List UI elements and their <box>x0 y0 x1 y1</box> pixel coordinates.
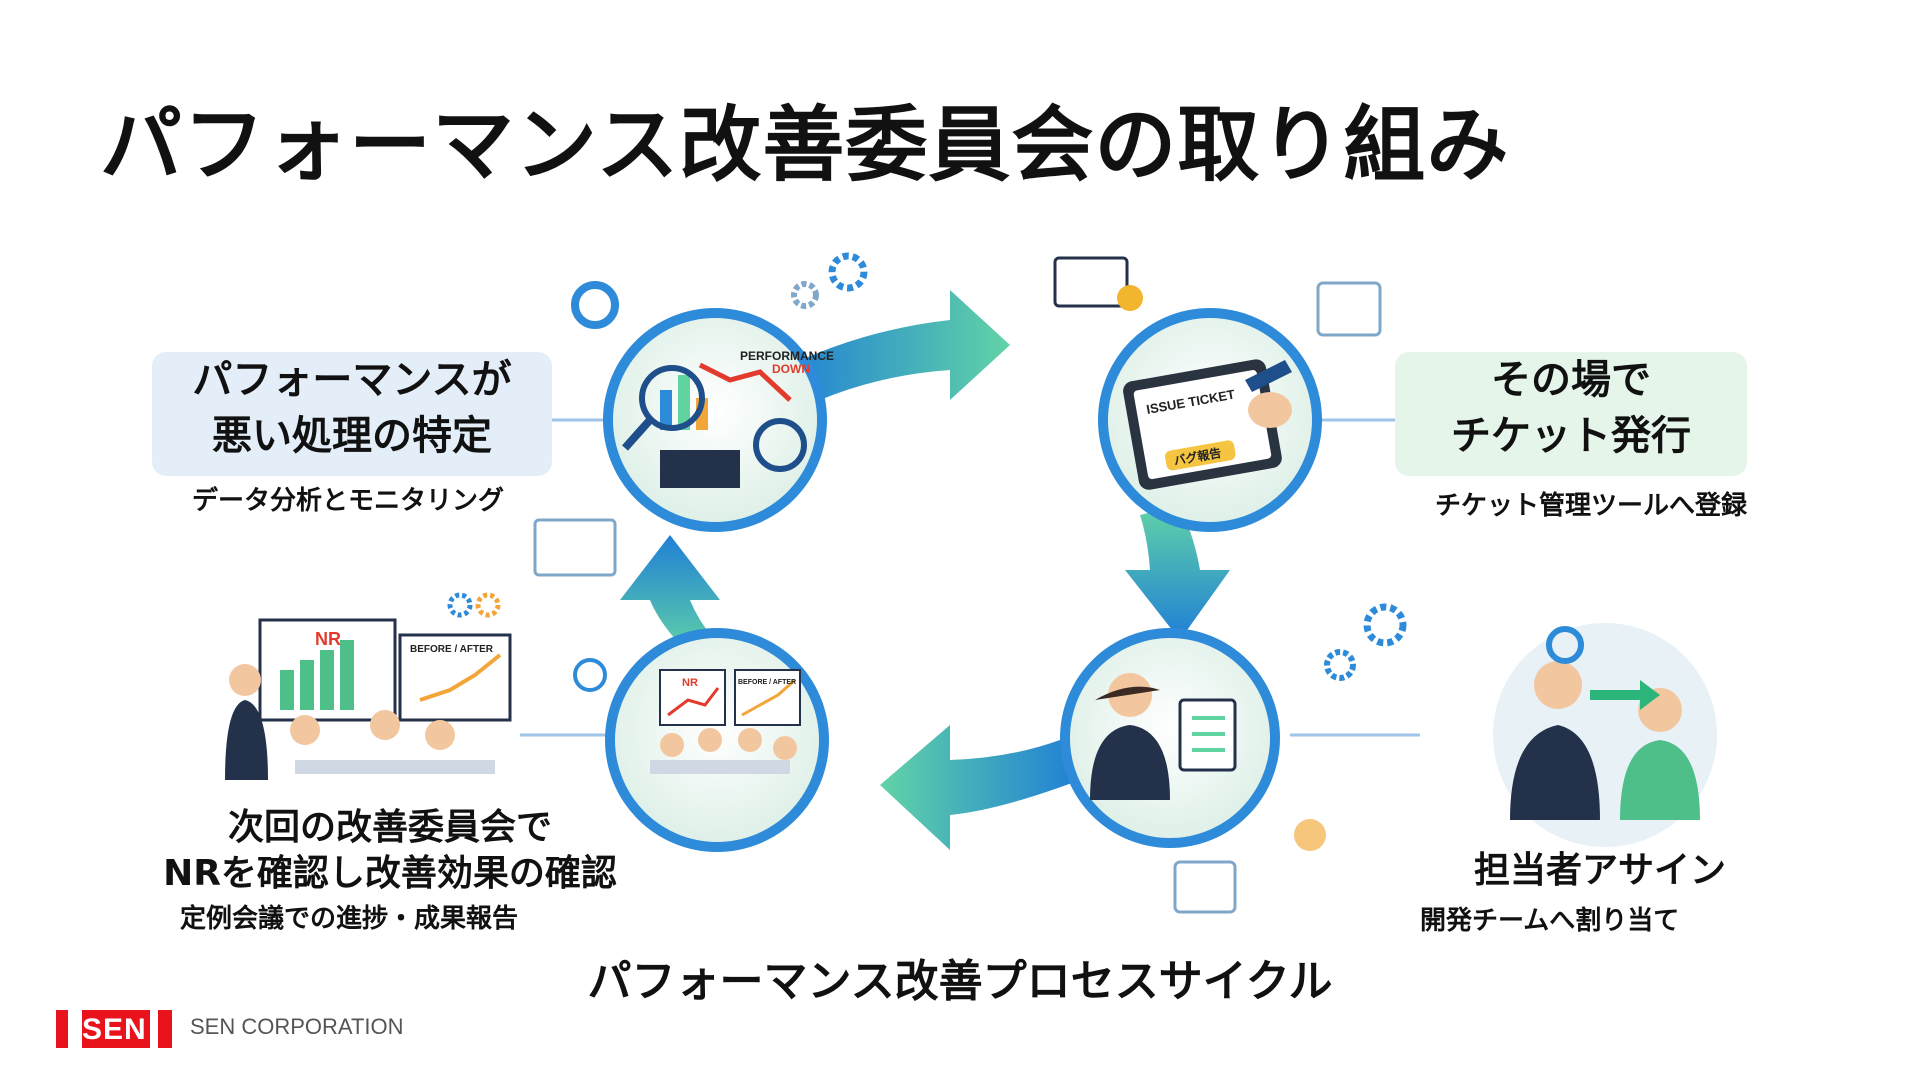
step-2-subtitle: チケット管理ツールへ登録 <box>1435 491 1748 521</box>
monitor-icon <box>1053 256 1129 308</box>
search-chart-icon <box>573 658 607 692</box>
node-circle-meeting <box>605 628 829 852</box>
step-1-title-line1: パフォーマンスが <box>192 357 512 403</box>
step-3-subtitle: 開発チームへ割り当て <box>1420 906 1680 936</box>
pie-chart-icon <box>1294 819 1326 851</box>
meeting-illustration <box>225 618 512 780</box>
node-circle-assign <box>1060 628 1280 848</box>
arrow-right <box>1125 505 1230 640</box>
nr-label: NR <box>315 629 341 649</box>
gear-icon <box>1324 649 1356 681</box>
assign-illustration <box>1493 623 1717 847</box>
calendar-icon <box>1316 281 1382 337</box>
step-2-box: その場で チケット発行 <box>1395 352 1747 476</box>
node-circle-ticket <box>1098 308 1322 532</box>
gear-icon <box>1363 603 1407 647</box>
page-title: パフォーマンス改善委員会の取り組み <box>100 98 1510 193</box>
step-4-title-line1: 次回の改善委員会で <box>227 807 552 848</box>
step-2-title-line2: チケット発行 <box>1451 413 1691 459</box>
cycle-caption: パフォーマンス改善プロセスサイクル <box>587 956 1333 1007</box>
gear-icon <box>475 592 501 618</box>
nr-small-label: NR <box>682 677 698 689</box>
arrow-top <box>780 290 1010 400</box>
before-after-label: BEFORE / AFTER <box>410 644 494 655</box>
step-2-title-line1: その場で <box>1491 357 1651 403</box>
logo-text: SEN <box>82 1013 147 1046</box>
step-4-subtitle: 定例会議での進捗・成果報告 <box>180 904 519 934</box>
check-icon <box>1117 285 1143 311</box>
node-circle-analysis <box>603 308 827 532</box>
step-4-title-line2: NRを確認し改善効果の確認 <box>163 853 617 894</box>
gear-icon <box>828 252 868 292</box>
step-1-box: パフォーマンスが 悪い処理の特定 <box>152 352 552 476</box>
gear-icon <box>791 281 819 309</box>
arrow-bottom <box>880 725 1080 850</box>
company-logo: SEN <box>56 1010 172 1048</box>
before-after-small-label: BEFORE / AFTER <box>738 679 796 686</box>
step-1-title-line2: 悪い処理の特定 <box>212 413 492 459</box>
gear-icon <box>447 592 473 618</box>
pie-chart-icon <box>571 281 619 329</box>
down-label: DOWN <box>772 362 810 376</box>
step-1-subtitle: データ分析とモニタリング <box>192 486 505 516</box>
performance-label: PERFORMANCE <box>740 349 834 363</box>
step-4-title: 次回の改善委員会で NRを確認し改善効果の確認 <box>110 805 670 897</box>
calendar-icon <box>1173 860 1237 914</box>
dashboard-icon <box>533 518 617 577</box>
company-name: SEN CORPORATION <box>190 1014 404 1039</box>
step-3-title: 担当者アサイン <box>1473 850 1726 891</box>
arrow-left <box>620 535 720 655</box>
